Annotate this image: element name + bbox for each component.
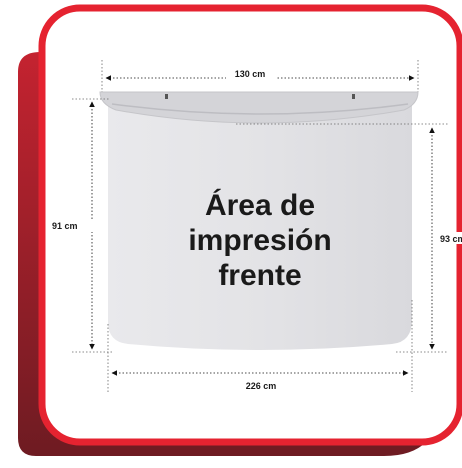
counter-body <box>108 98 412 350</box>
print-area-line-2: impresión <box>188 224 332 257</box>
counter-top <box>99 91 419 124</box>
guide-lines <box>72 60 448 392</box>
print-area-line-1: Área de <box>204 189 316 222</box>
bottom-width-label: 226 cm <box>246 381 277 391</box>
print-area-label: Área de impresión frente <box>160 188 360 293</box>
print-area-line-3: frente <box>218 259 302 292</box>
right-height-label: 93 cm <box>440 234 462 244</box>
counter-top-highlight <box>111 103 409 115</box>
counter-peg-right <box>352 94 355 99</box>
counter-peg-left <box>165 94 168 99</box>
left-height-label: 91 cm <box>52 221 78 231</box>
top-width-label: 130 cm <box>235 69 266 79</box>
